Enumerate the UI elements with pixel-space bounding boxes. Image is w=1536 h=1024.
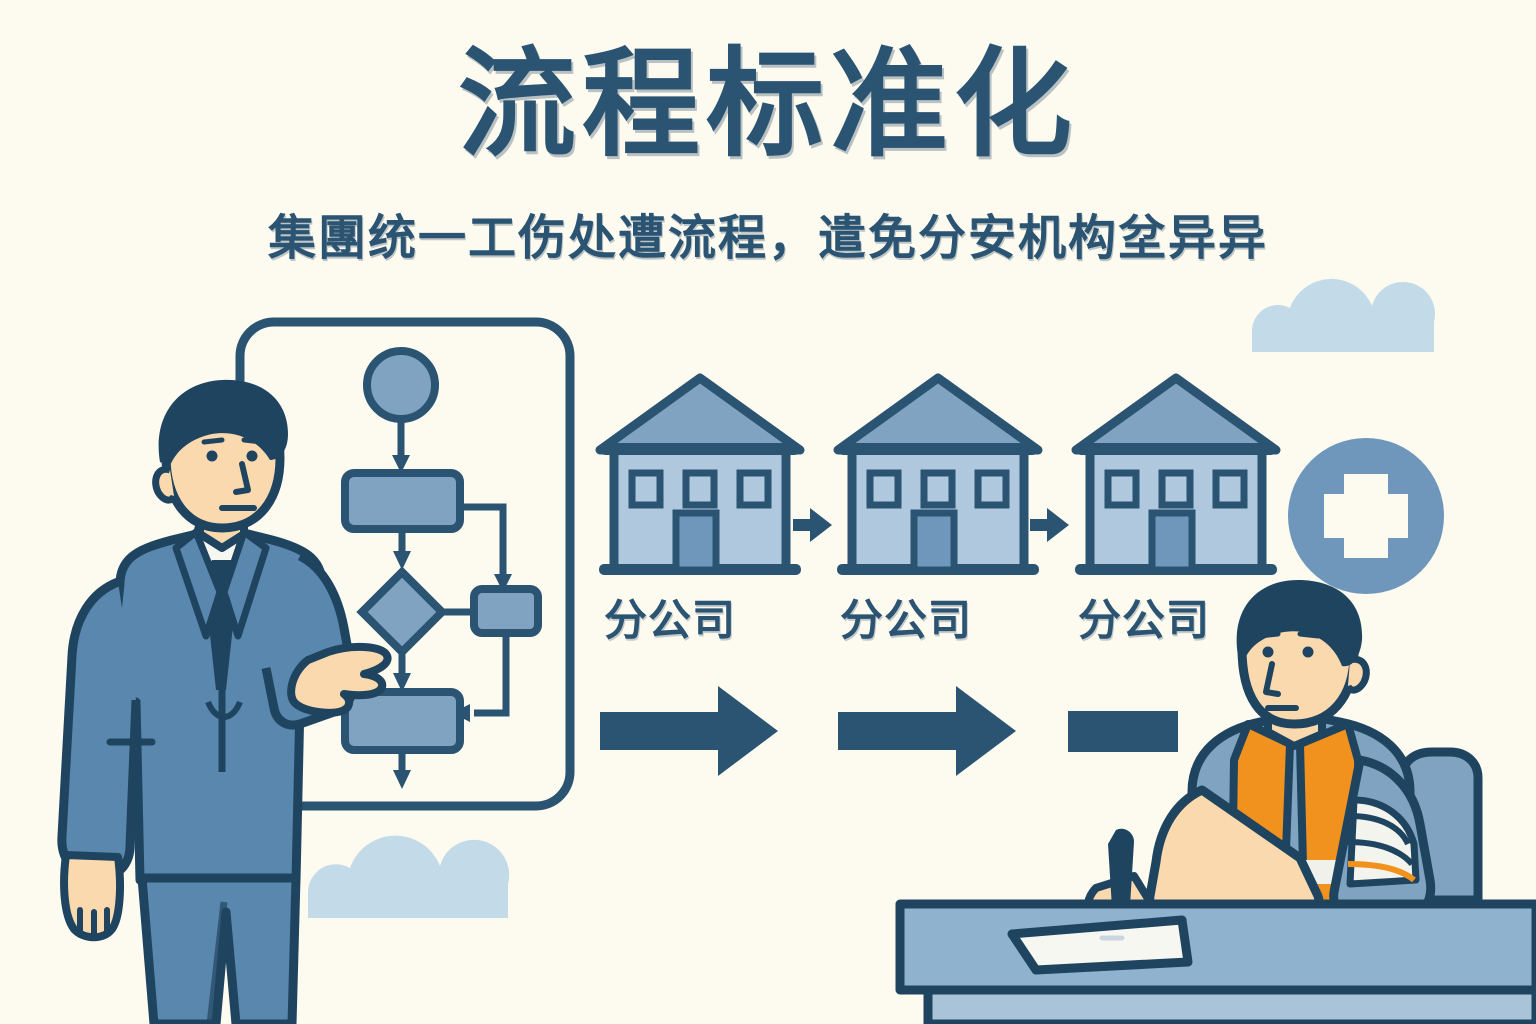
- branch-connector-arrow-0: [793, 504, 832, 546]
- worker-eye: [1302, 646, 1314, 658]
- jacket-lapel-right: [220, 528, 270, 640]
- worker-nose: [1263, 661, 1281, 697]
- businessman-presenter: [57, 379, 392, 1024]
- hair: [158, 379, 288, 466]
- eye: [246, 450, 258, 462]
- branch-connector-arrow-1: [1030, 504, 1069, 546]
- branch-label-1: 分公司: [840, 597, 972, 645]
- window: [866, 469, 902, 509]
- desk-front: [923, 985, 1536, 1024]
- big-arrow-1: [838, 686, 1016, 776]
- flow-connector-start-to-box1: [392, 421, 410, 473]
- eye: [206, 450, 218, 462]
- eyebrow: [201, 437, 225, 445]
- nose: [233, 461, 251, 495]
- branch-building-1: [833, 373, 1043, 575]
- worker-eyebrow: [1257, 631, 1281, 639]
- flow-decision-node: [356, 566, 448, 658]
- flow-process-node-1: [341, 469, 464, 533]
- page-subtitle: 集團统一工伤处遭流程，遣免分安机构坌异异: [267, 212, 1268, 265]
- branch-building-0: [595, 373, 805, 575]
- worker-hair: [1236, 580, 1363, 667]
- flow-connector-box3-exit: [393, 750, 411, 789]
- window: [736, 469, 772, 509]
- flow-process-node-2: [470, 585, 542, 637]
- worker-ear: [1344, 655, 1370, 694]
- window: [920, 469, 956, 509]
- worker-eyebrow: [1297, 631, 1321, 639]
- plus-icon: [1324, 474, 1408, 558]
- window: [1104, 469, 1140, 509]
- big-arrow-2-truncated: [1068, 711, 1178, 752]
- door: [672, 509, 720, 574]
- desk-top: [895, 899, 1536, 995]
- cloud-top-right-icon: [1252, 278, 1436, 352]
- cloud-bottom-left-icon: [308, 835, 510, 918]
- branch-building-2: [1071, 373, 1281, 575]
- flow-connector-box1-to-box2: [460, 503, 512, 592]
- window: [682, 469, 718, 509]
- page-title: 流程标准化: [457, 39, 1078, 171]
- flow-start-node: [363, 347, 439, 423]
- window: [628, 469, 664, 509]
- flow-connector-diamond-to-box3: [393, 652, 411, 692]
- pen-icon: [1108, 828, 1134, 908]
- window: [1158, 469, 1194, 509]
- window: [1212, 469, 1248, 509]
- injured-worker-scene: [895, 580, 1536, 1024]
- flow-process-node-3: [341, 688, 464, 754]
- ear: [152, 465, 178, 504]
- worker-eye: [1262, 646, 1274, 658]
- medical-cross-badge: [1288, 438, 1444, 594]
- branch-label-0: 分公司: [604, 597, 736, 645]
- branch-label-2: 分公司: [1078, 597, 1210, 645]
- window: [974, 469, 1010, 509]
- pointing-hand: [287, 643, 392, 717]
- flowchart-diagram: [341, 347, 542, 789]
- flow-connector-box1-to-diamond: [393, 529, 411, 570]
- jacket-lapel-left: [172, 528, 224, 640]
- eyebrow: [241, 437, 265, 445]
- door: [1148, 509, 1196, 574]
- clipboard: [1007, 915, 1193, 975]
- door: [910, 509, 958, 574]
- big-arrow-0: [600, 686, 778, 776]
